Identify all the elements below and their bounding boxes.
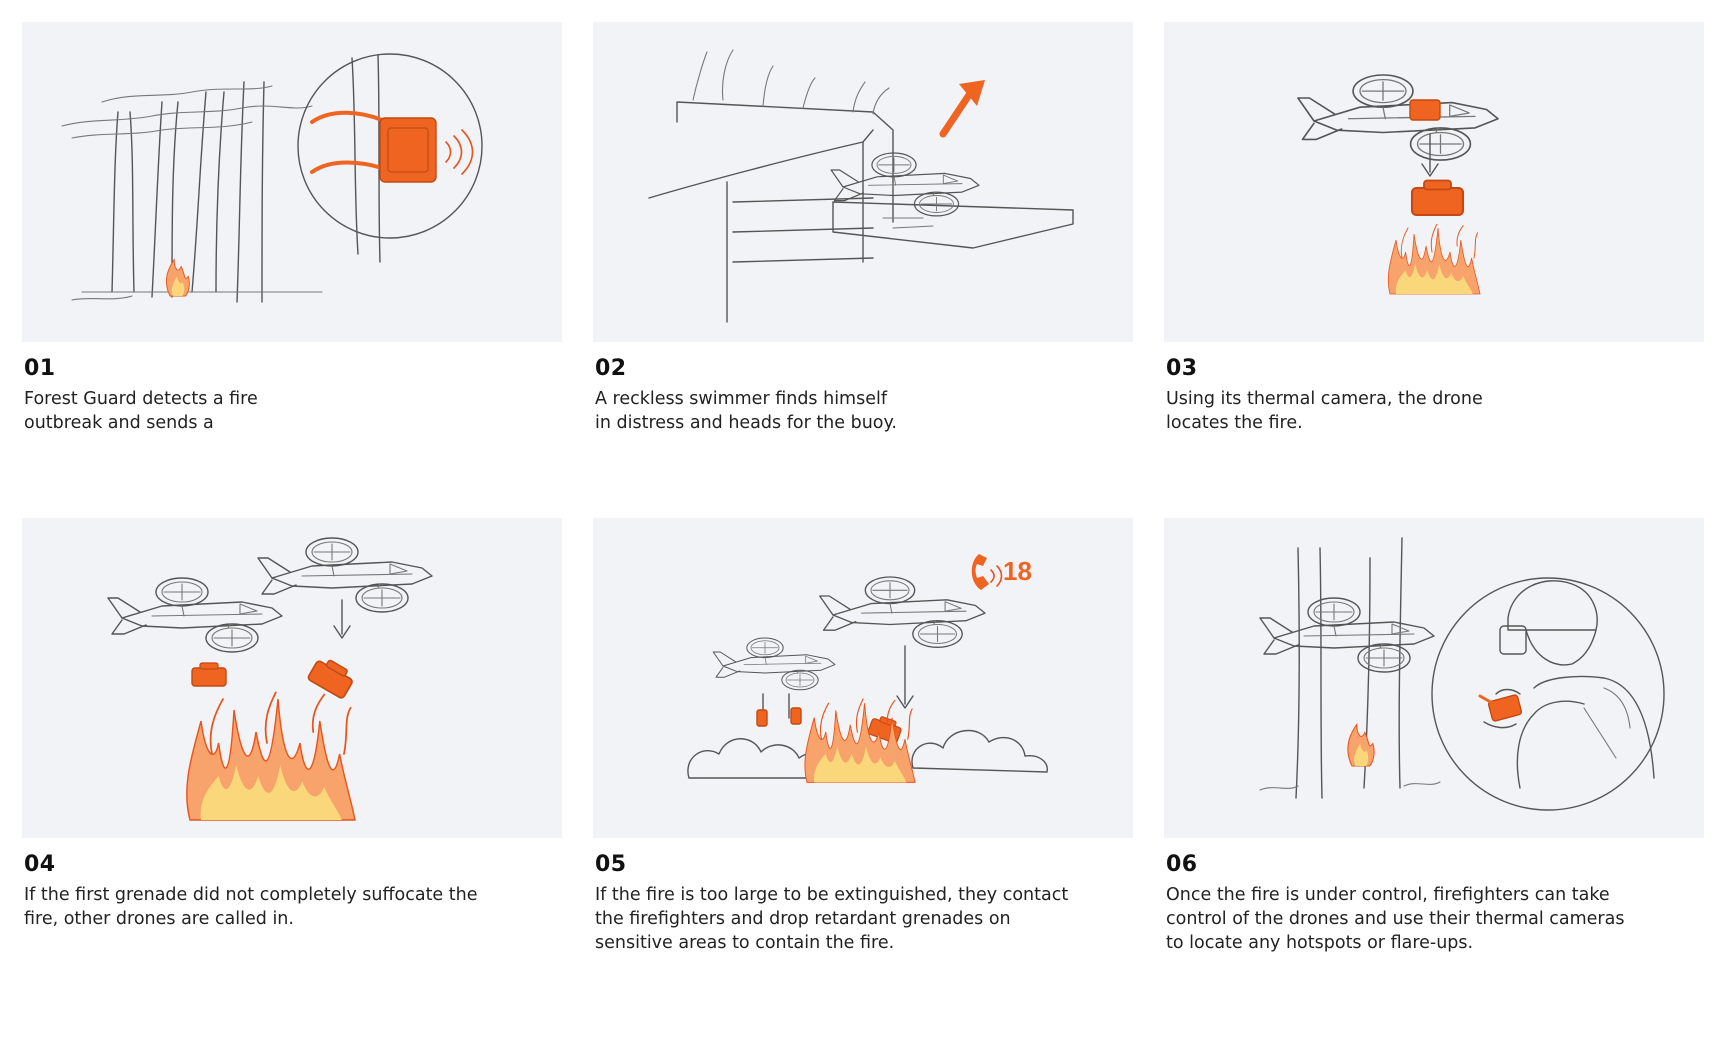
- signal-waves-icon: [445, 129, 474, 175]
- step-number: 05: [595, 852, 627, 877]
- smoke-cloud: [911, 729, 1048, 773]
- tree-icon: [61, 81, 323, 303]
- drone-icon: [107, 577, 283, 653]
- drone-icon: [257, 537, 433, 613]
- step-number: 02: [595, 356, 627, 381]
- arrow-down-icon: [333, 599, 351, 639]
- zoom-circle: [1431, 577, 1665, 811]
- emergency-number-badge: 18: [1003, 556, 1032, 586]
- step-number: 03: [1166, 356, 1198, 381]
- step-number: 06: [1166, 852, 1198, 877]
- step-caption: Forest Guard detects a fire outbreak and…: [24, 389, 258, 433]
- grenade-icon: [191, 662, 227, 687]
- drone-station: [648, 49, 1074, 323]
- phone-icon: [971, 554, 1003, 590]
- fire-icon: [1387, 223, 1481, 295]
- grenade-icon: [866, 713, 904, 745]
- grenade-icon: [306, 653, 358, 700]
- fire-icon: [804, 698, 916, 783]
- grenade-icon: [756, 709, 768, 727]
- panel-04: 04 If the first grenade did not complete…: [22, 518, 562, 931]
- arrow-up-icon: [939, 80, 985, 138]
- panel-05: 18 05 If the fire is too large to be ext…: [593, 518, 1133, 955]
- panel-06: 06 Once the fire is under control, firef…: [1164, 518, 1704, 955]
- drone-icon: [712, 637, 836, 691]
- step-number: 01: [24, 356, 56, 381]
- fire-icon: [165, 259, 190, 297]
- illustration-drone-launch: [593, 22, 1133, 342]
- drone-icon: [1297, 74, 1499, 161]
- zoom-circle: [297, 53, 483, 239]
- grenade-icon: [1410, 179, 1465, 217]
- drone-icon: [1259, 597, 1435, 673]
- panel-02: 02 A reckless swimmer finds himself in d…: [593, 22, 1133, 435]
- firefighter-icon: [1478, 580, 1655, 789]
- panel-01: 01 Forest Guard detects a fire outbreak …: [22, 22, 562, 435]
- illustration-fire-detection: [22, 22, 562, 342]
- illustration-more-drones: [22, 518, 562, 838]
- drone-icon: [819, 576, 986, 648]
- step-caption: A reckless swimmer finds himself in dist…: [595, 389, 897, 433]
- step-caption: Once the fire is under control, firefigh…: [1166, 885, 1625, 953]
- fire-icon: [1347, 723, 1375, 767]
- arrow-down-icon: [1421, 133, 1439, 177]
- grenade-icon: [790, 707, 802, 725]
- sensor-box-icon: [379, 117, 437, 183]
- illustration-firefighter-control: [1164, 518, 1704, 838]
- illustration-thermal-locate: [1164, 22, 1704, 342]
- grenade-icon: [1409, 99, 1441, 121]
- step-caption: If the fire is too large to be extinguis…: [595, 885, 1069, 953]
- step-caption: Using its thermal camera, the drone loca…: [1166, 389, 1483, 433]
- arrow-down-icon: [762, 645, 914, 719]
- fire-icon: [185, 691, 356, 821]
- step-number: 04: [24, 852, 56, 877]
- step-caption: If the first grenade did not completely …: [24, 885, 478, 929]
- panel-03: 03 Using its thermal camera, the drone l…: [1164, 22, 1704, 435]
- illustration-contain-fire: 18: [593, 518, 1133, 838]
